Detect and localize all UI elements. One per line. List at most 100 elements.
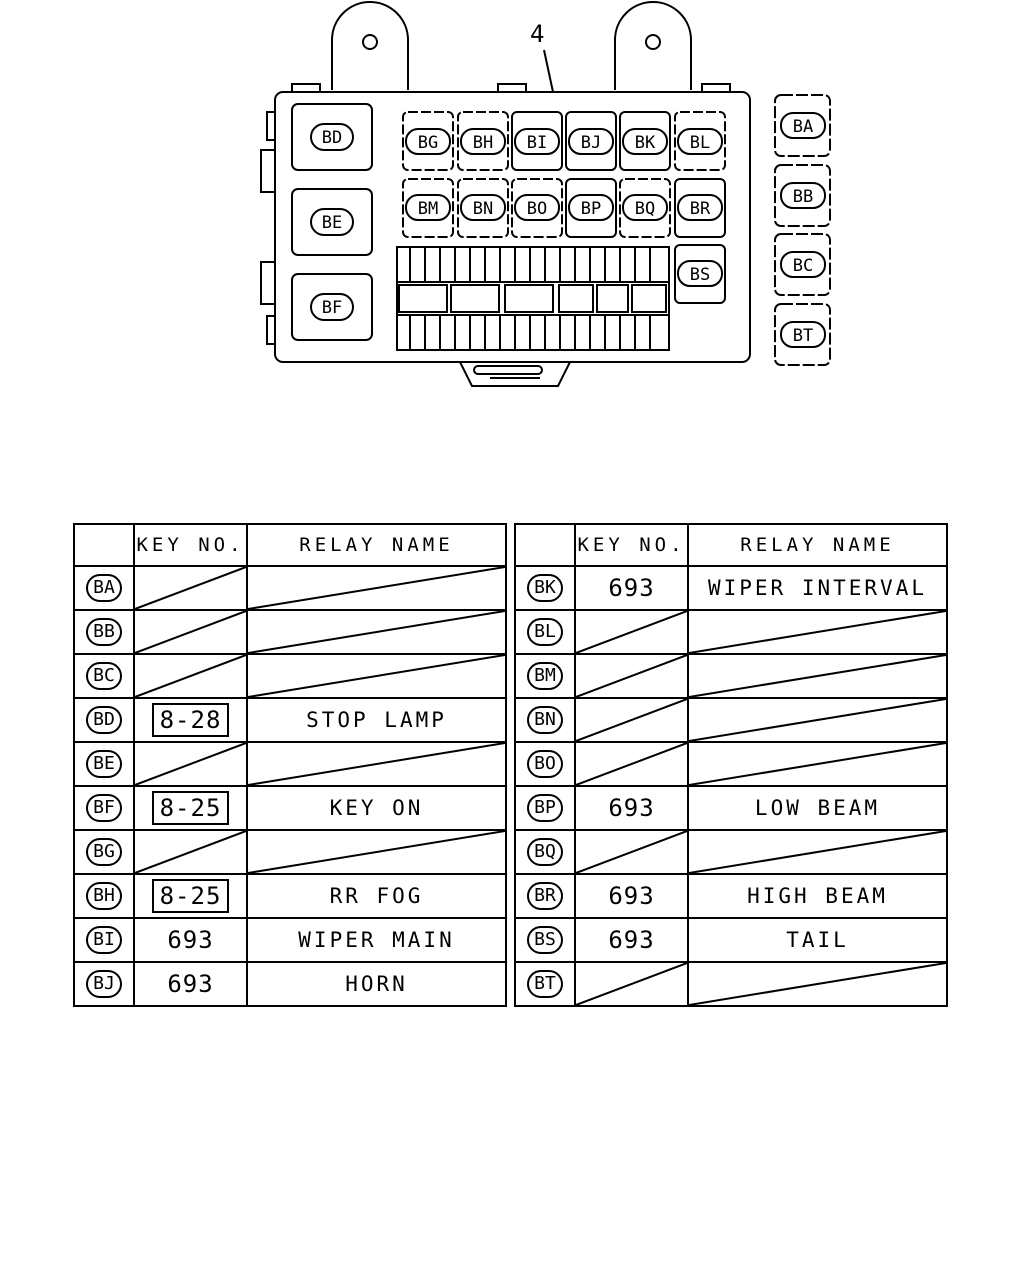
callout-leader (543, 49, 554, 93)
relay-code-cell: BK (514, 565, 576, 611)
relay-code: BI (86, 926, 122, 954)
relay-slot-BK: BK (619, 111, 671, 171)
top-tab (701, 83, 731, 93)
relay-code: BM (527, 662, 563, 690)
key-no-cell (574, 961, 689, 1007)
relay-slot-label: BR (690, 199, 711, 219)
relay-code-cell: BE (73, 741, 135, 787)
relay-name-header: RELAY NAME (246, 523, 507, 567)
relay-name-cell: LOW BEAM (687, 785, 948, 831)
empty-slash-mark (135, 611, 246, 653)
relay-code: BD (86, 706, 122, 734)
relay-slot-BL: BL (674, 111, 726, 171)
empty-slash-mark (248, 567, 505, 609)
relay-name-cell (687, 829, 948, 875)
empty-slash-mark (576, 963, 687, 1005)
relay-slot-label: BC (793, 256, 813, 276)
key-no-cell (574, 653, 689, 699)
external-relay-BB: BB (774, 164, 831, 227)
empty-slash-mark (689, 743, 946, 785)
relay-name-cell (687, 741, 948, 787)
key-no-cell (133, 653, 248, 699)
empty-slash-mark (576, 655, 687, 697)
relay-slot-label: BQ (635, 199, 655, 219)
relay-slot-label: BF (322, 298, 342, 318)
relay-slot-label: BO (527, 199, 547, 219)
relay-code-cell: BN (514, 697, 576, 743)
key-no-cell: 8-25 (133, 785, 248, 831)
relay-slot-BF: BF (291, 273, 373, 341)
table-row: BT (514, 961, 948, 1007)
relay-code: BH (86, 882, 122, 910)
empty-slash-mark (135, 743, 246, 785)
relay-slot-BH: BH (457, 111, 509, 171)
table-header-row: KEY NO. RELAY NAME (73, 523, 507, 567)
relay-code: BL (527, 618, 563, 646)
key-no: 8-25 (151, 879, 230, 913)
relay-slot-BP: BP (565, 178, 617, 238)
table-row: BM (514, 653, 948, 699)
relay-code-cell: BJ (73, 961, 135, 1007)
relay-code-cell: BH (73, 873, 135, 919)
relay-name: STOP LAMP (306, 708, 447, 732)
relay-slot-BD: BD (291, 103, 373, 171)
key-no-cell (574, 609, 689, 655)
relay-code-cell: BB (73, 609, 135, 655)
empty-slash-mark (689, 831, 946, 873)
table-row: BO (514, 741, 948, 787)
relay-slot-label: BH (473, 133, 493, 153)
top-tab (497, 83, 527, 93)
relay-code: BQ (527, 838, 563, 866)
relay-name: LOW BEAM (754, 796, 881, 820)
table-row: BE (73, 741, 507, 787)
key-no-cell: 693 (574, 565, 689, 611)
relay-code-cell: BF (73, 785, 135, 831)
key-no-cell: 8-28 (133, 697, 248, 743)
relay-code: BR (527, 882, 563, 910)
relay-code-cell: BC (73, 653, 135, 699)
code-header (73, 523, 135, 567)
relay-box-diagram: 4 BD BE BF BG BH BI (260, 1, 831, 387)
relay-name-cell (687, 653, 948, 699)
relay-slot-label: BK (635, 133, 656, 153)
key-no-cell: 693 (133, 917, 248, 963)
mounting-ear-left (331, 1, 409, 90)
bottom-connector (459, 361, 571, 387)
relay-code: BN (527, 706, 563, 734)
key-no-cell: 693 (574, 785, 689, 831)
key-no: 693 (608, 926, 655, 954)
relay-name-cell (246, 653, 507, 699)
relay-name-cell: WIPER MAIN (246, 917, 507, 963)
table-row: BB (73, 609, 507, 655)
key-no-cell (133, 829, 248, 875)
relay-code-cell: BI (73, 917, 135, 963)
relay-slot-BE: BE (291, 188, 373, 256)
table-row: BQ (514, 829, 948, 875)
relay-name-cell (687, 697, 948, 743)
key-no-cell: 8-25 (133, 873, 248, 919)
relay-code: BJ (86, 970, 122, 998)
relay-name: WIPER INTERVAL (707, 576, 927, 600)
key-no-header: KEY NO. (574, 523, 689, 567)
empty-slash-mark (248, 831, 505, 873)
external-relay-BT: BT (774, 303, 831, 366)
key-no-cell (133, 609, 248, 655)
relay-code-cell: BO (514, 741, 576, 787)
key-no: 8-25 (151, 791, 230, 825)
relay-name-cell (687, 961, 948, 1007)
relay-code-cell: BT (514, 961, 576, 1007)
relay-code-cell: BP (514, 785, 576, 831)
relay-code-cell: BM (514, 653, 576, 699)
table-row: BD 8-28 STOP LAMP (73, 697, 507, 743)
empty-slash-mark (135, 567, 246, 609)
relay-slot-label: BL (690, 133, 710, 153)
relay-slot-label: BT (793, 326, 813, 346)
relay-code: BC (86, 662, 122, 690)
relay-name-cell (246, 741, 507, 787)
relay-code-cell: BQ (514, 829, 576, 875)
